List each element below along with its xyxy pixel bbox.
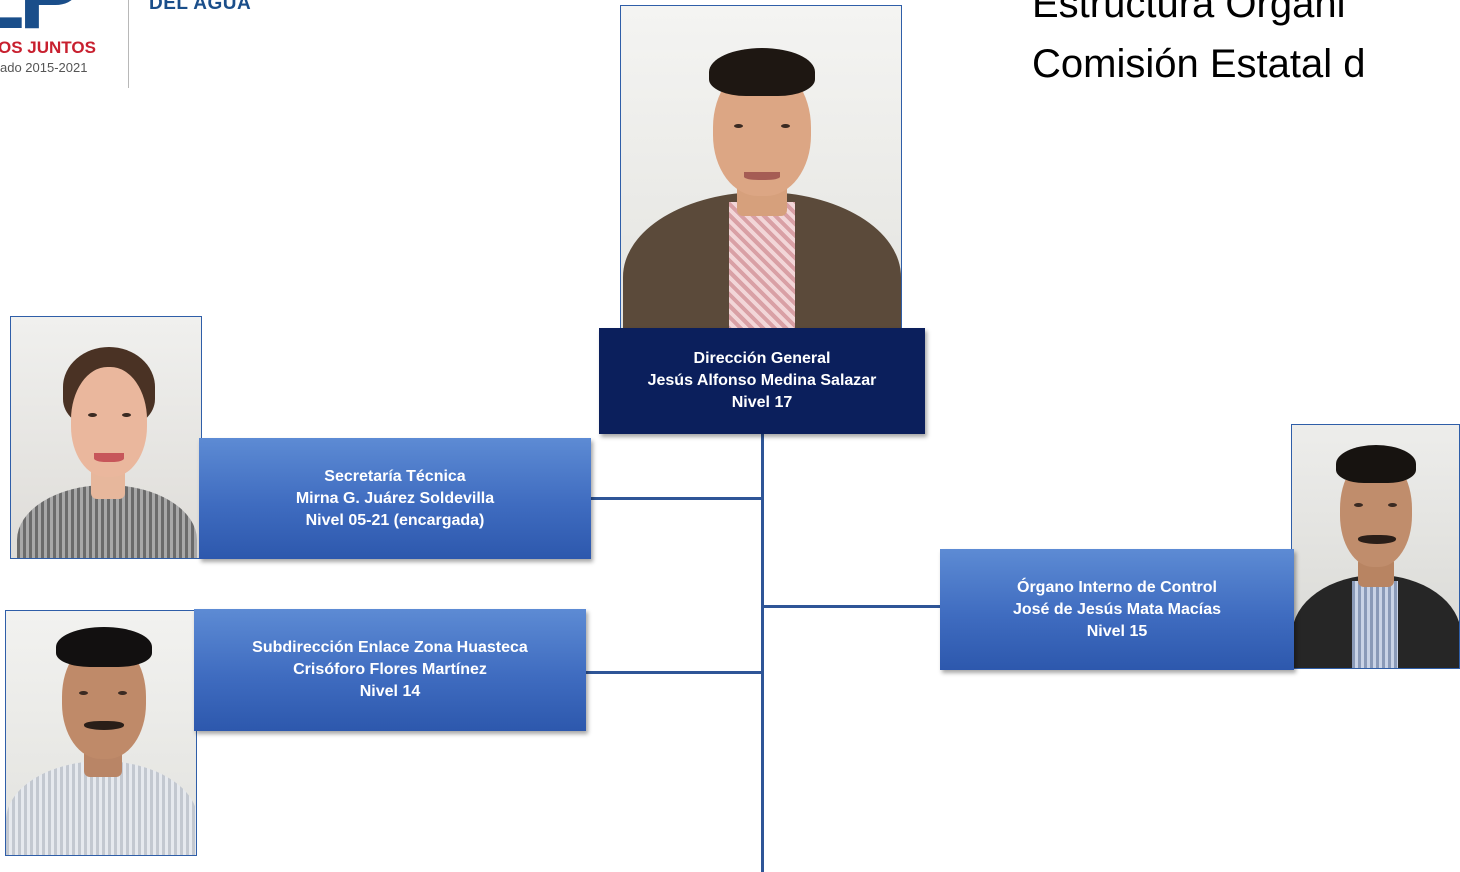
logo-tagline: OS JUNTOS (0, 38, 96, 57)
organo-photo (1291, 424, 1460, 669)
secretaria-level: Nivel 05-21 (encargada) (305, 511, 485, 529)
organo-name: José de Jesús Mata Macías (1012, 600, 1222, 618)
director-title: Dirección General (693, 350, 831, 367)
subdireccion-title: Subdirección Enlace Zona Huasteca (252, 639, 528, 656)
director-level: Nivel 17 (731, 394, 793, 411)
logo-period: ado 2015-2021 (0, 60, 88, 75)
heading-line-2: Comisión Estatal d (1032, 42, 1366, 86)
logo-right-text: DEL AGUA (149, 0, 252, 14)
heading-line-1: Estructura Organi (1032, 0, 1346, 26)
subdireccion-photo (5, 610, 197, 856)
logo-left-fragment: LP (0, 0, 83, 44)
director-name: Jesús Alfonso Medina Salazar (647, 372, 877, 389)
page-heading: Estructura Organi Comisión Estatal d (1032, 0, 1365, 94)
subdireccion-name: Crisóforo Flores Martínez (293, 661, 487, 678)
logo: LP OS JUNTOS ado 2015-2021 DEL AGUA (0, 0, 300, 90)
connector-secretaria (589, 497, 763, 500)
connector-trunk (761, 433, 764, 872)
organo-title: Órgano Interno de Control (1017, 578, 1217, 596)
logo-divider (128, 0, 129, 88)
secretaria-photo (10, 316, 202, 559)
subdireccion-box: Subdirección Enlace Zona Huasteca Crisóf… (194, 609, 586, 731)
secretaria-box: Secretaría Técnica Mirna G. Juárez Solde… (199, 438, 591, 559)
director-photo (620, 5, 902, 330)
connector-subdireccion (584, 671, 763, 674)
organo-box: Órgano Interno de Control José de Jesús … (940, 549, 1294, 670)
connector-organo (762, 605, 942, 608)
director-box: Dirección General Jesús Alfonso Medina S… (599, 328, 925, 434)
subdireccion-level: Nivel 14 (359, 683, 421, 700)
organo-level: Nivel 15 (1086, 622, 1148, 640)
secretaria-name: Mirna G. Juárez Soldevilla (295, 489, 495, 507)
secretaria-title: Secretaría Técnica (324, 467, 466, 485)
